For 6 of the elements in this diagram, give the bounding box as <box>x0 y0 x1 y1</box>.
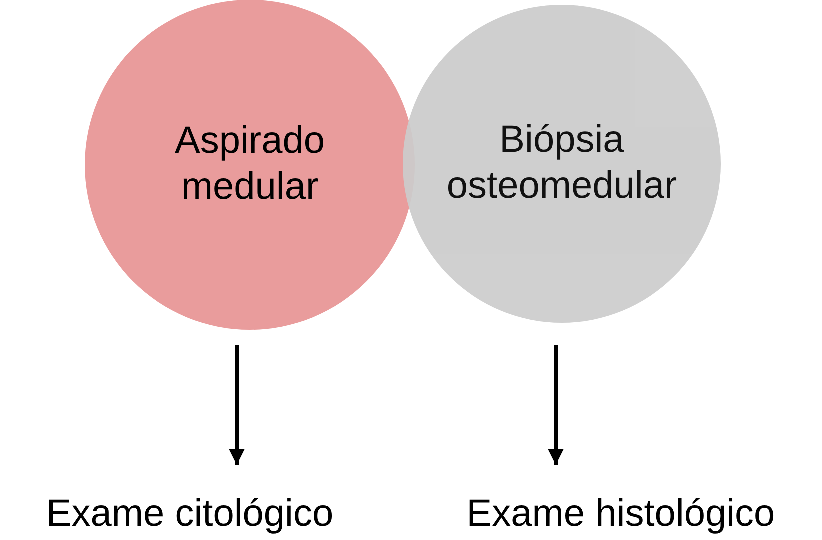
circle-label: Aspirado medular <box>174 119 326 210</box>
arrow <box>548 345 564 465</box>
result-label: Exame citológico <box>46 492 334 538</box>
result-label: Exame histológico <box>466 492 776 538</box>
circle-label: Biópsia osteomedular <box>446 118 678 209</box>
arrow <box>229 345 245 465</box>
